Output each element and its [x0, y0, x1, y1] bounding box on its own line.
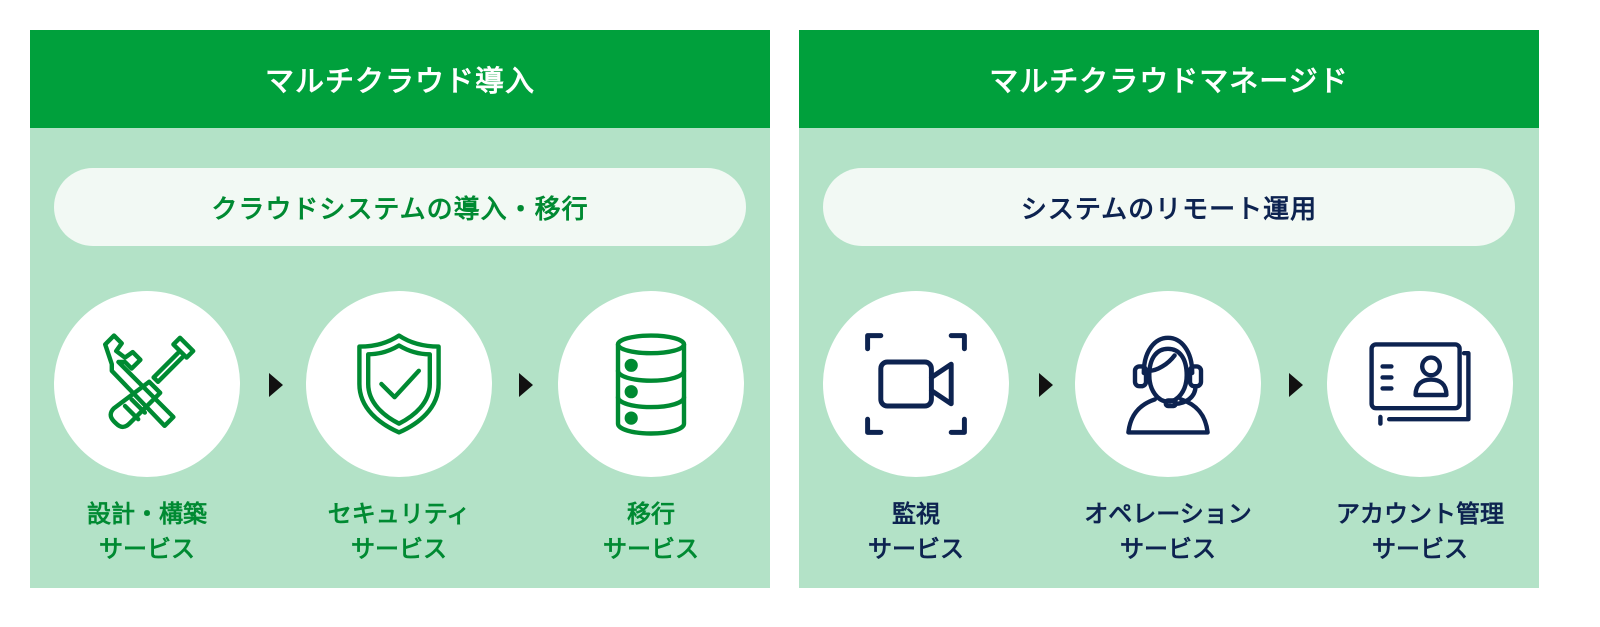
step-label: オペレーション サービス	[1035, 497, 1301, 567]
video-camera-icon	[865, 333, 967, 435]
step-label-line1: 移行	[627, 500, 675, 528]
arrow-right-icon	[1039, 373, 1053, 397]
multicloud-managed-panel: マルチクラウドマネージド システムのリモート運用 監視 サービス	[799, 30, 1539, 588]
panel-title: マルチクラウドマネージド	[799, 30, 1539, 128]
step-circle	[1327, 291, 1513, 477]
multicloud-introduction-panel: マルチクラウド導入 クラウドシステムの導入・移行 設計・構築 サービス	[30, 30, 770, 588]
panel-subtitle: クラウドシステムの導入・移行	[54, 168, 746, 246]
step-label-line2: サービス	[351, 535, 447, 563]
database-icon	[615, 333, 687, 436]
step-label: 監視 サービス	[783, 497, 1049, 567]
arrow-right-icon	[1289, 373, 1303, 397]
step-circle	[1075, 291, 1261, 477]
step-circle	[54, 291, 240, 477]
step-label-line2: サービス	[99, 535, 195, 563]
step-migration: 移行 サービス	[558, 291, 744, 563]
step-circle	[558, 291, 744, 477]
headset-operator-icon	[1126, 335, 1210, 435]
wrench-screwdriver-icon	[103, 333, 196, 430]
step-label: 設計・構築 サービス	[14, 497, 280, 567]
panel-title: マルチクラウド導入	[30, 30, 770, 128]
step-label-line2: サービス	[603, 535, 699, 563]
arrow-right-icon	[269, 373, 283, 397]
step-account-management: アカウント管理 サービス	[1327, 291, 1513, 563]
step-operation: オペレーション サービス	[1075, 291, 1261, 563]
panel-subtitle: システムのリモート運用	[823, 168, 1515, 246]
step-label-line1: 設計・構築	[87, 500, 207, 528]
step-label: 移行 サービス	[518, 497, 784, 567]
step-circle	[306, 291, 492, 477]
step-label-line1: アカウント管理	[1336, 500, 1504, 528]
step-label-line2: サービス	[1120, 535, 1216, 563]
step-label-line1: 監視	[892, 500, 940, 528]
step-label-line2: サービス	[868, 535, 964, 563]
step-circle	[823, 291, 1009, 477]
step-label-line1: オペレーション	[1084, 500, 1252, 528]
arrow-right-icon	[519, 373, 533, 397]
step-security: セキュリティ サービス	[306, 291, 492, 563]
id-card-icon	[1369, 342, 1471, 426]
step-monitoring: 監視 サービス	[823, 291, 1009, 563]
step-label: アカウント管理 サービス	[1287, 497, 1553, 567]
step-label-line1: セキュリティ	[327, 500, 471, 528]
step-label-line2: サービス	[1372, 535, 1468, 563]
step-label: セキュリティ サービス	[266, 497, 532, 567]
shield-check-icon	[357, 333, 441, 435]
step-design-build: 設計・構築 サービス	[54, 291, 240, 563]
